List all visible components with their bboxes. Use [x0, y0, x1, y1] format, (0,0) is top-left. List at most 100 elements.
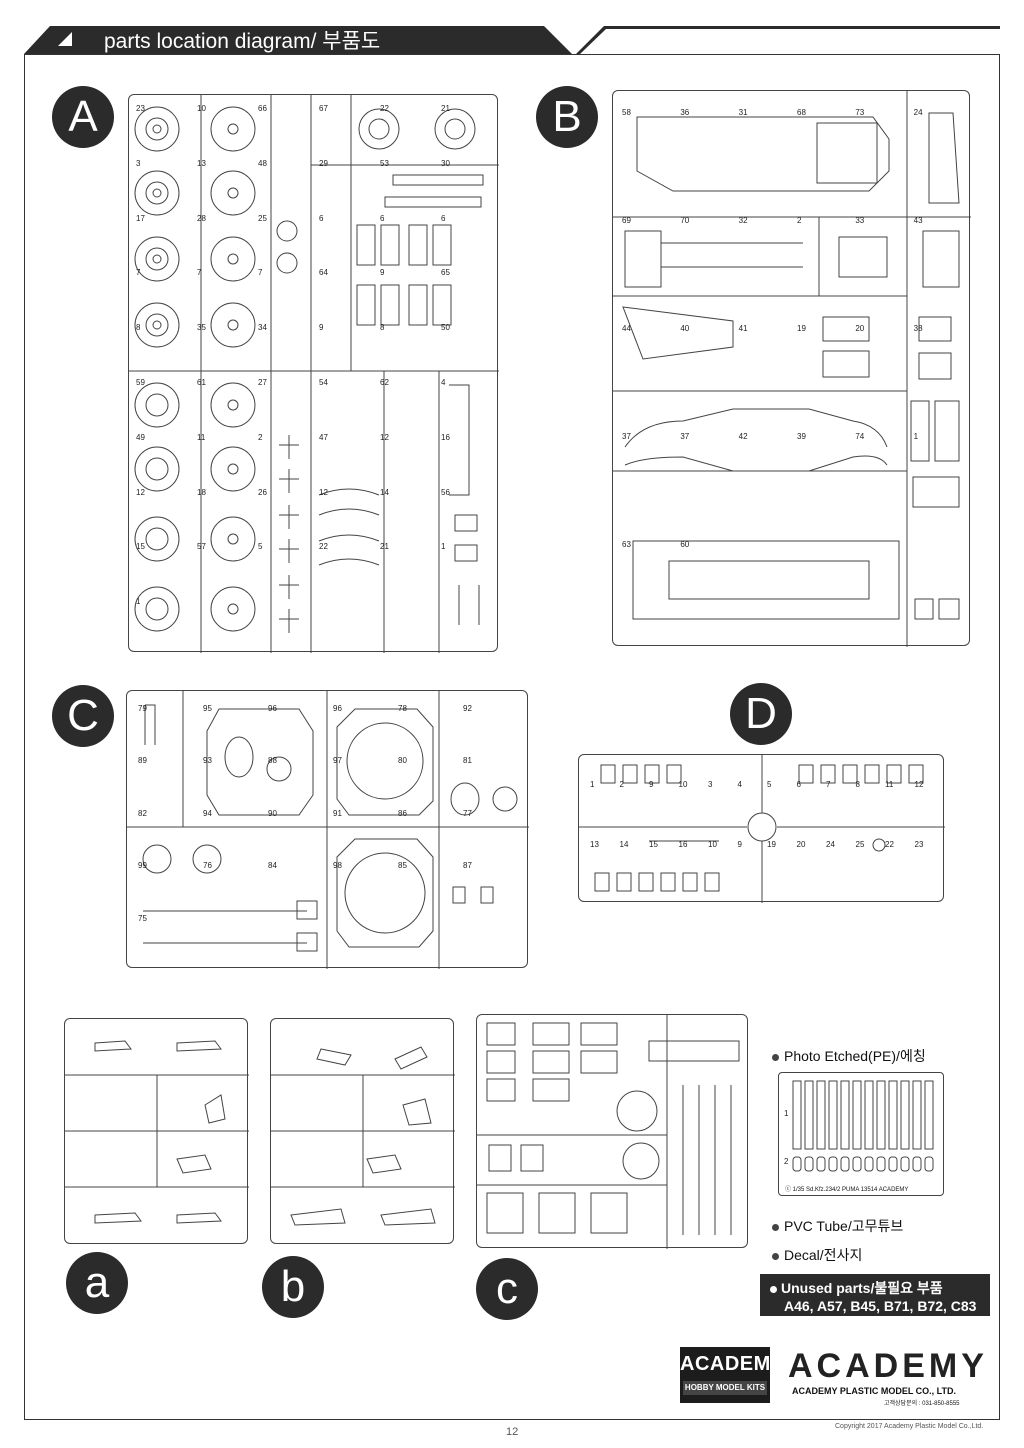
customer-phone: 고객상담문의 : 031-850-8555 [884, 1401, 960, 1407]
sprue-B [612, 90, 971, 647]
header-banner-shape [24, 26, 1000, 54]
part-number: 1 [441, 542, 446, 552]
part-number: 85 [398, 861, 407, 871]
sprue-c-accessories [476, 1014, 748, 1249]
sprue-label-B: B [536, 86, 598, 148]
part-number: 92 [463, 704, 472, 713]
part-number: 8 [855, 780, 860, 789]
legend-photo-etched-label: Photo Etched(PE)/에칭 [784, 1048, 926, 1064]
legend-decal: Decal/전사지 [772, 1245, 862, 1265]
part-number: 68 [797, 108, 806, 117]
part-number: 76 [203, 861, 212, 871]
part-number: 56 [441, 487, 450, 497]
sprue-label-A: A [52, 86, 114, 148]
part-number: 22 [319, 542, 328, 552]
part-number: 75 [138, 913, 147, 923]
part-number: 86 [398, 808, 407, 818]
part-number: 57 [197, 542, 206, 552]
sprue-D-drawing [579, 755, 945, 903]
part-number: 32 [738, 216, 748, 225]
sprue-b-figures [270, 1018, 455, 1244]
part-number: 81 [463, 756, 472, 766]
part-number: 10 [708, 840, 717, 849]
part-number: 50 [441, 323, 450, 333]
part-number: 54 [319, 378, 328, 387]
part-number: 9 [319, 323, 324, 333]
part-number: 6 [441, 213, 446, 223]
part-number: 5 [767, 780, 772, 789]
part-number: 82 [138, 808, 147, 818]
sprue-label-b: b [262, 1256, 324, 1318]
part-number: 21 [441, 104, 450, 113]
part-number: 27 [258, 378, 267, 387]
part-number: 84 [268, 861, 277, 871]
part-number: 38 [913, 324, 923, 333]
unused-parts-box: Unused parts/불필요 부품 A46, A57, B45, B71, … [760, 1274, 990, 1316]
sprue-label-c: c [476, 1258, 538, 1320]
part-number: 23 [136, 104, 145, 113]
part-number: 60 [680, 540, 690, 549]
part-number: 13 [197, 158, 206, 168]
academy-wordmark-logo: ACADEMY [788, 1347, 988, 1385]
part-number: 93 [203, 756, 212, 766]
part-number: 29 [319, 158, 328, 168]
part-number: 5 [258, 542, 263, 552]
part-number: 9 [737, 840, 742, 849]
part-number: 12 [136, 487, 145, 497]
sprue-D [578, 754, 945, 903]
part-number: 14 [619, 840, 629, 849]
part-number: 90 [268, 808, 277, 818]
part-number: 69 [622, 216, 631, 225]
part-number: 98 [333, 861, 342, 871]
part-number: 10 [197, 104, 206, 113]
badge-bottom-text: HOBBY MODEL KITS [683, 1381, 767, 1395]
sprue-label-a: a [66, 1252, 128, 1314]
part-number: 80 [398, 756, 407, 766]
part-number: 6 [796, 780, 801, 789]
page-number: 12 [506, 1426, 519, 1438]
part-number: 23 [914, 840, 924, 849]
part-number: 61 [197, 378, 206, 387]
part-number: 28 [197, 213, 206, 223]
content-frame [24, 54, 1000, 1420]
part-number: 94 [203, 808, 212, 818]
part-number: 95 [203, 704, 212, 713]
part-number: 24 [826, 840, 835, 849]
part-number: 62 [380, 378, 389, 387]
legend-decal-label: Decal/전사지 [784, 1247, 863, 1263]
part-number: 7 [826, 780, 831, 789]
part-number: 4 [441, 378, 446, 387]
part-number: 66 [258, 104, 267, 113]
part-number: 99 [138, 861, 147, 871]
part-number: 58 [622, 108, 631, 117]
sprue-B-drawing [613, 91, 971, 647]
part-number: 96 [268, 704, 277, 713]
part-number: 15 [136, 542, 145, 552]
bullet-icon [770, 1285, 777, 1293]
part-number: 8 [380, 323, 385, 333]
sprue-a-drawing [65, 1040, 249, 1224]
part-number: 63 [622, 540, 631, 549]
part-number: 70 [680, 216, 690, 225]
part-number: 47 [319, 432, 328, 442]
part-number: 65 [441, 268, 450, 278]
part-number: 2 [619, 780, 624, 789]
part-number: 19 [797, 324, 806, 333]
part-number: 6 [319, 213, 324, 223]
part-number: 97 [333, 756, 342, 766]
part-number: 53 [380, 158, 389, 168]
part-number: 16 [678, 840, 688, 849]
part-number: 1 [136, 597, 141, 607]
part-number: 19 [767, 840, 776, 849]
part-number: 96 [333, 704, 342, 713]
part-number: 7 [136, 268, 141, 278]
sprue-label-D: D [730, 683, 792, 745]
part-number: 88 [268, 756, 277, 766]
part-number: 74 [855, 432, 865, 441]
part-number: 10 [678, 780, 688, 789]
copyright-text: Copyright 2017 Academy Plastic Model Co.… [835, 1423, 984, 1430]
badge-top-text: ACADEMY [680, 1353, 785, 1375]
section-header: parts location diagram/ 부품도 [24, 24, 1000, 54]
part-number: 11 [885, 780, 894, 789]
part-number: 24 [913, 108, 923, 117]
